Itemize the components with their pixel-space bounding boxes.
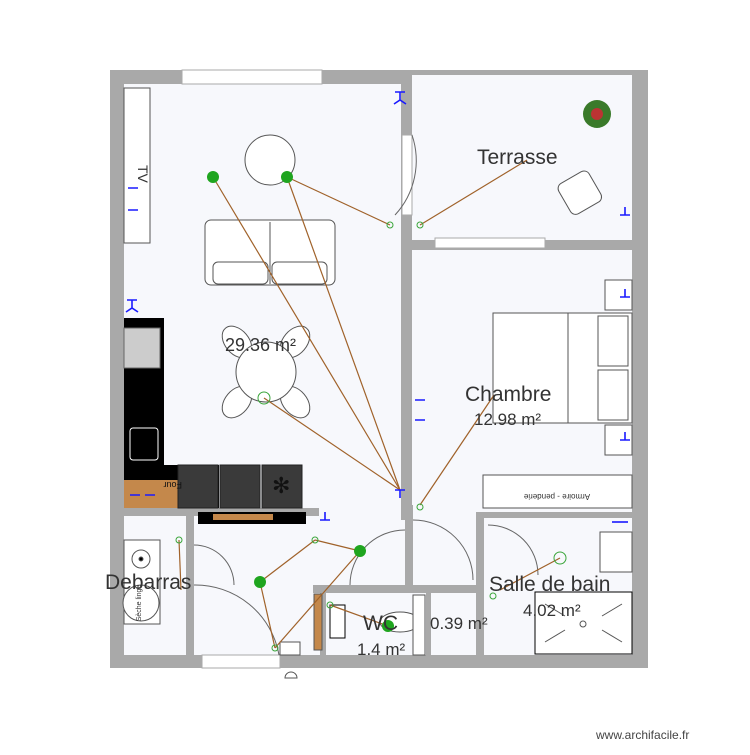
coffee-table [244,134,296,186]
terrasse-furniture [557,100,611,215]
tv-label: TV [135,165,151,184]
socket-icons [125,91,630,523]
dryer-label: Sèche linge [136,585,143,622]
closet-area-label: 0.39 m² [430,614,488,633]
bathroom-fixtures [279,531,633,679]
dryer [122,539,161,625]
electrical-wiring [178,159,561,649]
watermark[interactable]: www.archifacile.fr [596,728,690,742]
wc-label: WC [363,612,398,635]
dining-table [221,325,311,419]
terrasse-label: Terrasse [477,146,558,169]
wardrobe [482,474,633,509]
oven-label: Four [163,480,182,490]
windows [181,69,546,669]
wardrobe-label: Armoire - penderie [523,492,590,501]
living-area-label: 29.36 m² [225,335,296,355]
doors [193,134,539,656]
walls [110,70,648,668]
chambre-area-label: 12.98 m² [474,410,541,429]
salle-de-bain-label: Salle de bain [489,573,610,596]
bed [492,279,633,456]
wc-area-label: 1.4 m² [357,640,406,659]
kitchen: Four ✻ [123,318,306,524]
chambre-label: Chambre [465,383,551,406]
sofa [204,219,336,286]
light-icons [175,171,567,652]
debarras-label: Debarras [105,571,191,594]
tv-unit [123,87,151,244]
svg-text:✻: ✻ [272,473,290,498]
salle-de-bain-area-label: 4.02 m² [523,601,581,620]
